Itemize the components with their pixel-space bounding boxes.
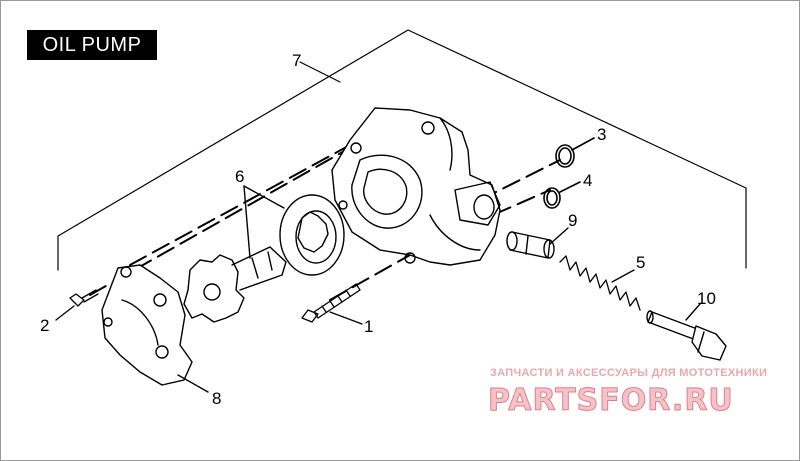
spring-part bbox=[559, 255, 641, 311]
callout-5: 5 bbox=[636, 253, 645, 272]
pump-body-part bbox=[331, 107, 501, 266]
o-ring-part-3 bbox=[555, 137, 595, 168]
valve-sleeve-part bbox=[506, 227, 569, 259]
bolt-part-2 bbox=[55, 289, 99, 321]
o-ring-part-4 bbox=[543, 181, 581, 209]
watermark-caption: ЗАПЧАСТИ И АКСЕССУАРЫ ДЛЯ МОТОТЕХНИКИ bbox=[490, 367, 767, 379]
callout-10: 10 bbox=[697, 289, 716, 308]
plug-part bbox=[646, 303, 727, 361]
diagram-title: OIL PUMP bbox=[27, 30, 157, 60]
callout-6: 6 bbox=[235, 167, 244, 186]
callout-8: 8 bbox=[212, 389, 221, 408]
assembly-bracket-7 bbox=[57, 29, 747, 271]
watermark-logo: PARTSFOR.RU bbox=[488, 383, 734, 418]
watermark: ЗАПЧАСТИ И АКСЕССУАРЫ ДЛЯ МОТОТЕХНИКИ PA… bbox=[488, 367, 767, 419]
callout-labels: 1 2 3 4 5 6 7 8 9 10 bbox=[40, 51, 716, 408]
gear-set-part bbox=[183, 185, 345, 323]
callout-9: 9 bbox=[568, 211, 577, 230]
pump-cover-part bbox=[101, 264, 209, 393]
callout-1: 1 bbox=[364, 317, 373, 336]
callout-2: 2 bbox=[40, 316, 49, 335]
callout-3: 3 bbox=[597, 125, 606, 144]
bolt-part-1 bbox=[301, 283, 363, 325]
callout-7: 7 bbox=[292, 51, 301, 70]
callout-4: 4 bbox=[583, 171, 592, 190]
